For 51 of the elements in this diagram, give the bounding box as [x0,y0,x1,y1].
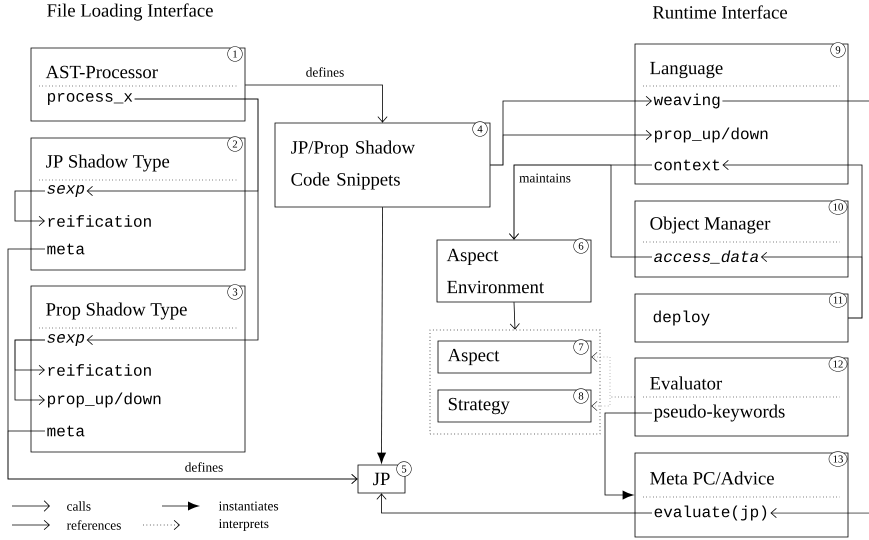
legend-label: calls [67,501,91,511]
number-badge: 13 [828,451,848,467]
arrow [604,412,652,500]
arrow [760,252,862,318]
member-label: access_data [654,250,758,264]
arrow [376,493,652,514]
number-badge: 3 [227,284,243,300]
number-badge: 11 [828,292,848,308]
arrow [490,130,652,166]
arrow [14,190,46,226]
arrow [86,98,258,346]
number-badge: 8 [573,388,589,404]
member-label: meta [47,426,84,436]
section-title: File Loading Interface [47,3,213,21]
number-badge: 6 [573,238,589,254]
member-label: reification [48,364,151,376]
edge-label: maintains [518,172,572,184]
legend-label: references [66,520,121,530]
arrow [508,164,652,258]
number-badge: 10 [828,199,848,215]
arrow [510,302,520,330]
arrow [377,207,386,464]
number-badge: 5 [396,461,412,477]
arrow [591,396,635,411]
number-badge: 7 [573,339,589,355]
member-label: sexp [47,185,84,197]
number-badge: 12 [828,356,848,372]
edge-label: defines [304,66,346,78]
arrow [770,508,869,518]
member-label: evaluate(jp) [654,506,766,520]
member-label: meta [47,244,84,254]
member-label: pseudo-keywords [654,404,785,422]
arrow [8,430,358,484]
member-label: prop_up/down [48,392,160,408]
arrow [14,340,46,406]
member-label: context [654,160,720,170]
number-badge: 1 [227,46,243,62]
member-label: prop_up/down [655,128,768,142]
arrow [245,84,388,123]
number-badge: 2 [227,136,243,152]
member-label: process_x [48,93,132,105]
member-label: reification [48,215,151,227]
group-frame [430,330,600,434]
legend-label: interprets [218,519,268,531]
legend-label: instantiates [218,502,278,510]
section-title: Runtime Interface [652,5,787,19]
member-label: sexp [47,334,84,346]
number-badge: 9 [830,42,846,58]
edge-label: defines [183,460,225,474]
member-label: weaving [654,94,720,108]
number-badge: 4 [472,121,488,137]
